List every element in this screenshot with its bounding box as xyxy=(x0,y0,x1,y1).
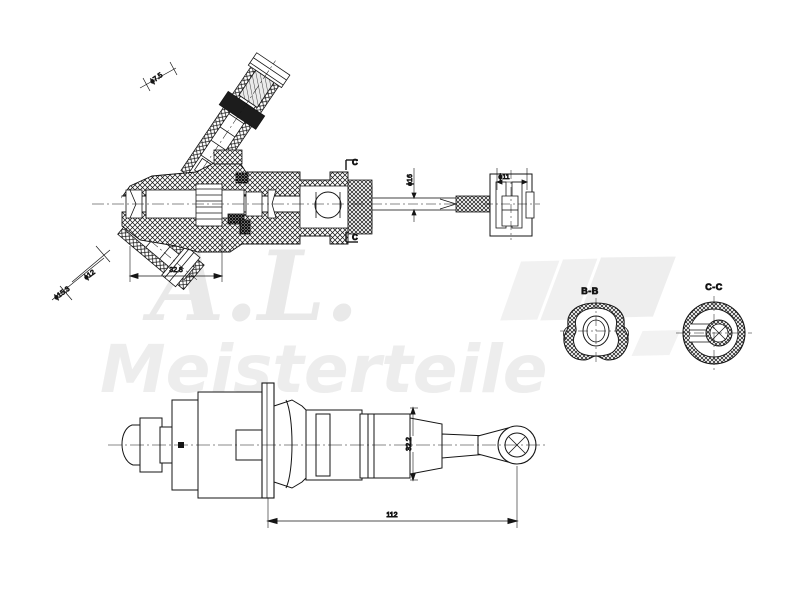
dimension-d16: ϕ16 xyxy=(407,168,417,222)
dimension-d11: ϕ11 xyxy=(495,168,529,190)
output-pushrod xyxy=(371,195,491,213)
dimension-112: 112 xyxy=(266,466,519,528)
section-view-bb: B-B xyxy=(560,286,632,364)
dimension-322: 32.2 xyxy=(406,406,418,482)
external-outline-view: 32.2 112 xyxy=(108,382,548,528)
section-marker-c-top-label: C xyxy=(352,158,358,167)
section-view-cc: C-C xyxy=(676,282,752,370)
watermark-brand-text: Meisterteile xyxy=(100,331,548,408)
dimension-d75-label: ϕ7.5 xyxy=(149,72,164,86)
section-marker-c-bottom-label: C xyxy=(352,233,358,242)
leader-d75 xyxy=(139,61,178,92)
section-marker-c-bottom: C xyxy=(345,232,358,243)
dimension-322-label: 32.2 xyxy=(406,437,413,451)
angled-pushrod-upper xyxy=(180,52,291,191)
dimension-d153-label: ϕ15.3 xyxy=(53,286,71,302)
dimension-328-label: 32.8 xyxy=(169,267,183,274)
return-spring xyxy=(195,183,223,227)
master-cylinder-body xyxy=(92,149,400,253)
section-view-cc-label: C-C xyxy=(705,282,723,292)
section-view-bb-label: B-B xyxy=(581,286,599,296)
section-marker-c-top: C xyxy=(345,158,358,170)
dimension-d16-label: ϕ16 xyxy=(407,174,414,186)
cross-section-assembly-view: C C xyxy=(51,52,540,302)
dimension-d11-label: ϕ11 xyxy=(498,174,509,181)
dimension-328: 32.8 xyxy=(128,238,224,282)
dimension-112-label: 112 xyxy=(386,512,397,519)
right-end-fitting xyxy=(484,170,540,240)
watermark-layer: A.L. Meisterteile xyxy=(100,230,684,408)
leader-d153 xyxy=(51,245,111,301)
